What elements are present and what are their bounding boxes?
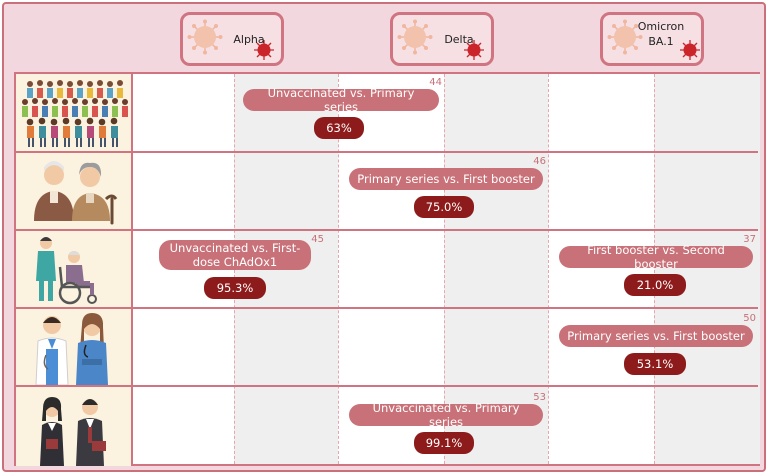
row-divider — [16, 385, 758, 387]
column-band — [444, 74, 548, 464]
variant-header-delta: Delta — [390, 12, 494, 66]
comparison-label: Unvaccinated vs. First-dose ChAdOx1 — [159, 240, 311, 270]
virus-large-icon — [187, 19, 223, 55]
virus-small-icon — [254, 40, 274, 60]
students-icon — [16, 387, 131, 466]
comparison-label: Primary series vs. First booster — [559, 325, 753, 347]
row-divider — [16, 151, 758, 153]
crowd-icon — [16, 74, 131, 151]
virus-large-icon — [607, 19, 643, 55]
comparison-label: Unvaccinated vs. Primary series — [349, 401, 543, 429]
effectiveness-value: 21.0% — [624, 274, 686, 296]
elderly-couple-icon — [16, 153, 131, 229]
column-divider — [444, 74, 445, 464]
column-divider — [338, 74, 339, 464]
variant-header-alpha: Alpha — [180, 12, 284, 66]
caregiver-wheelchair-icon — [16, 231, 131, 307]
study-grid: 44 Unvaccinated vs. Primary series 63% 4… — [14, 72, 760, 466]
variant-header-omicron: Omicron BA.1 — [600, 12, 704, 66]
effectiveness-value: 53.1% — [624, 353, 686, 375]
effectiveness-value: 95.3% — [204, 277, 266, 299]
row-divider — [16, 229, 758, 231]
effectiveness-value: 63% — [314, 117, 364, 139]
reference-number: 45 — [311, 234, 324, 245]
row-divider — [16, 307, 758, 309]
variant-label: Alpha — [233, 32, 265, 46]
column-divider — [548, 74, 549, 464]
variant-label: Omicron BA.1 — [637, 20, 685, 48]
effectiveness-value: 99.1% — [414, 432, 474, 454]
population-column — [16, 74, 133, 464]
healthcare-workers-icon — [16, 309, 131, 385]
virus-large-icon — [397, 19, 433, 55]
virus-small-icon — [464, 40, 484, 60]
reference-number: 50 — [743, 313, 756, 324]
effectiveness-value: 75.0% — [414, 196, 474, 218]
variant-label: Delta — [444, 32, 474, 46]
reference-number: 44 — [429, 77, 442, 88]
virus-small-icon — [680, 40, 700, 60]
column-band — [654, 74, 760, 464]
comparison-label: Primary series vs. First booster — [349, 168, 543, 190]
comparison-label: First booster vs. Second booster — [559, 243, 753, 271]
reference-number: 53 — [533, 392, 546, 403]
reference-number: 46 — [533, 156, 546, 167]
column-divider — [654, 74, 655, 464]
reference-number: 37 — [743, 234, 756, 245]
comparison-label: Unvaccinated vs. Primary series — [243, 86, 439, 114]
